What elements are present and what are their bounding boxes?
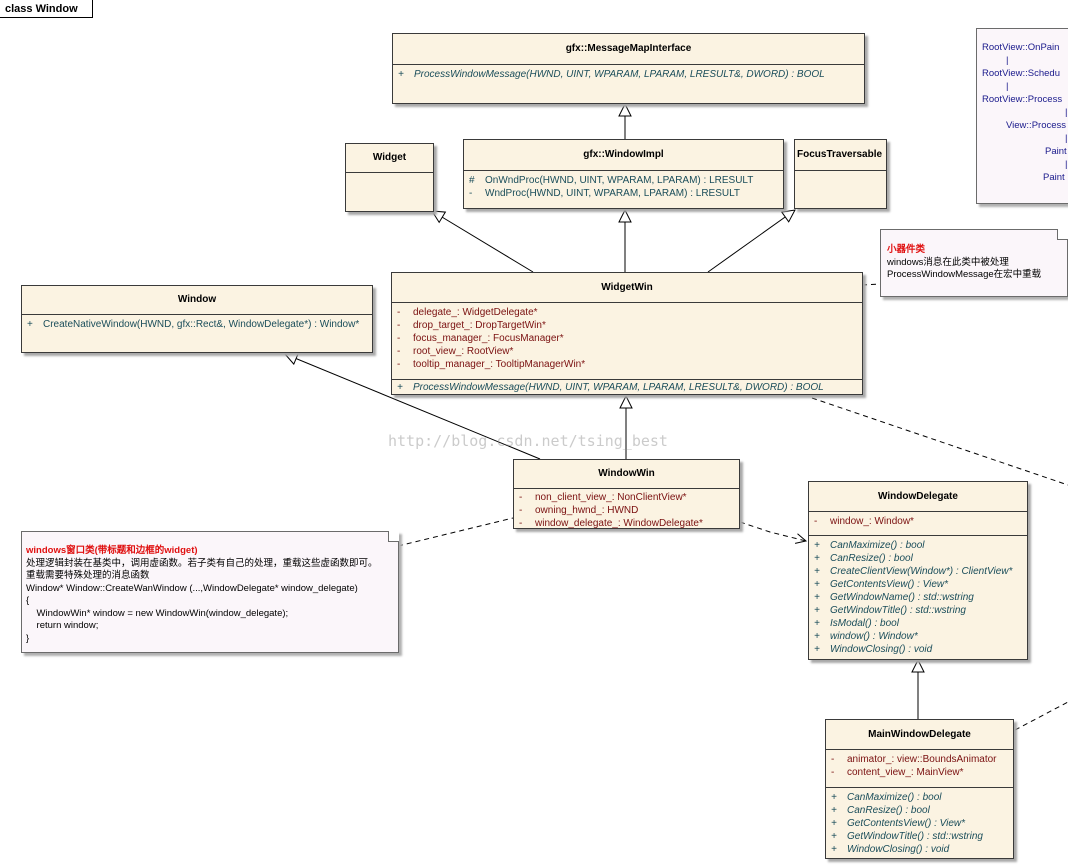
attribute: -non_client_view_: NonClientView* [519,492,687,503]
attribute: -animator_: view::BoundsAnimator [831,754,997,765]
operation: +CanMaximize() : bool [831,792,942,803]
note-line: { [26,595,30,606]
operation: +WindowClosing() : void [814,644,933,655]
note-line: windows消息在此类中被处理 [887,256,1009,268]
note-fold-corner [1057,229,1068,240]
note-link-widgetwin [861,283,881,286]
note-link-windowwin [397,517,514,547]
note-heading: 小器件类 [887,244,926,255]
sequence-line: RootView::Schedu [982,68,1060,79]
sequence-line: RootView::Process [982,94,1063,105]
note-line: WindowWin* window = new WindowWin(window… [26,607,289,619]
operations-compartment: +CanMaximize() : bool +CanResize() : boo… [826,787,1013,859]
empty-compartment [346,172,433,211]
operation: +GetWindowTitle() : std::wstring [831,831,983,842]
frame-label: class Window [0,0,93,18]
sequence-line: | [1065,159,1068,170]
class-name: WidgetWin [601,282,653,293]
operation: +CreateNativeWindow(HWND, gfx::Rect&, Wi… [27,319,360,330]
attributes-compartment: -non_client_view_: NonClientView* -ownin… [514,488,739,533]
attribute: -tooltip_manager_: TooltipManagerWin* [397,359,586,370]
operations-compartment: +CreateNativeWindow(HWND, gfx::Rect&, Wi… [22,314,372,352]
sequence-line: | [1006,55,1009,66]
attribute: -delegate_: WidgetDelegate* [397,307,538,318]
note-paint-sequence[interactable]: RootView::OnPain | RootView::Schedu | Ro… [976,28,1068,204]
operation: +IsModal() : bool [814,618,899,629]
class-name: Widget [372,152,407,163]
sequence-line: | [1006,81,1009,92]
operation: +ProcessWindowMessage(HWND, UINT, WPARAM… [397,382,824,393]
attributes-compartment: -window_: Window* [809,511,1027,535]
class-window-delegate[interactable]: WindowDelegate -window_: Window* +CanMax… [808,481,1028,660]
class-name: FocusTraversable [797,149,883,160]
gen-widgetwin-to-widget [432,211,534,273]
attribute: -focus_manager_: FocusManager* [397,333,564,344]
class-widget-win[interactable]: WidgetWin -delegate_: WidgetDelegate* -d… [391,272,863,395]
class-name: gfx::MessageMapInterface [565,43,692,54]
sequence-line: Paint [1045,146,1067,157]
operation: +WindowClosing() : void [831,844,950,855]
class-window-impl[interactable]: gfx::WindowImpl #OnWndProc(HWND, UINT, W… [463,139,784,209]
operations-compartment: +ProcessWindowMessage(HWND, UINT, WPARAM… [393,64,864,103]
class-window-win[interactable]: WindowWin -non_client_view_: NonClientVi… [513,459,740,529]
assoc-windowwin-to-windowdelegate [739,521,806,541]
note-line: Window* Window::CreateWanWindow (...,Win… [26,582,358,594]
class-name: Window [177,294,217,305]
dep-mainwindowdelegate-offscreen [1014,701,1068,731]
operation: +CreateClientView(Window*) : ClientView* [814,566,1013,577]
gen-widgetwin-to-focustraversable [707,210,795,273]
operations-compartment: +ProcessWindowMessage(HWND, UINT, WPARAM… [392,379,862,397]
note-widget-win[interactable]: 小器件类 windows消息在此类中被处理 ProcessWindowMessa… [880,229,1068,297]
note-line: 处理逻辑封装在基类中，调用虚函数。若子类有自己的处理，重载这些虚函数即可。 [26,557,378,569]
class-main-window-delegate[interactable]: MainWindowDelegate -animator_: view::Bou… [825,719,1014,859]
watermark: http://blog.csdn.net/tsing_best [388,432,668,450]
dep-widgetwin-offscreen [811,397,1068,486]
note-line: 重载需要特殊处理的消息函数 [26,570,150,581]
class-name: gfx::WindowImpl [583,149,664,160]
attribute: -drop_target_: DropTargetWin* [397,320,546,331]
class-window[interactable]: Window +CreateNativeWindow(HWND, gfx::Re… [21,285,373,353]
attribute: -window_delegate_: WindowDelegate* [519,518,703,529]
operations-compartment: #OnWndProc(HWND, UINT, WPARAM, LPARAM) :… [464,170,783,203]
attribute: -content_view_: MainView* [831,767,964,778]
note-window[interactable]: windows窗口类(带标题和边框的widget) 处理逻辑封装在基类中，调用虚… [21,531,399,653]
attribute: -owning_hwnd_: HWND [519,505,639,516]
operation: +GetContentsView() : View* [831,818,966,829]
empty-compartment [795,170,886,209]
operation: -WndProc(HWND, UINT, WPARAM, LPARAM) : L… [469,188,741,199]
operation: +CanMaximize() : bool [814,540,925,551]
note-heading: windows窗口类(带标题和边框的widget) [26,545,198,556]
operation: +ProcessWindowMessage(HWND, UINT, WPARAM… [398,69,825,80]
sequence-line: View::Process [1006,120,1067,131]
attributes-compartment: -delegate_: WidgetDelegate* -drop_target… [392,302,862,379]
attributes-compartment: -animator_: view::BoundsAnimator -conten… [826,749,1013,787]
operation: +CanResize() : bool [831,805,930,816]
operation: +GetWindowTitle() : std::wstring [814,605,966,616]
operation: +GetContentsView() : View* [814,579,949,590]
operation: #OnWndProc(HWND, UINT, WPARAM, LPARAM) :… [469,175,754,186]
operation: +window() : Window* [814,631,918,642]
note-line: return window; [26,620,99,631]
operations-compartment: +CanMaximize() : bool +CanResize() : boo… [809,535,1027,659]
operation: +CanResize() : bool [814,553,913,564]
gen-windowwin-to-window [285,354,541,460]
class-name: MainWindowDelegate [868,729,971,740]
attribute: -window_: Window* [814,516,914,527]
class-name: WindowWin [598,468,655,479]
sequence-line: | [1065,107,1068,118]
class-message-map-interface[interactable]: gfx::MessageMapInterface +ProcessWindowM… [392,33,865,104]
note-line: } [26,632,30,644]
class-focus-traversable[interactable]: FocusTraversable [794,139,887,209]
sequence-line: RootView::OnPain [982,42,1060,53]
attribute: -root_view_: RootView* [397,346,514,357]
class-name: WindowDelegate [878,491,958,502]
note-fold-corner [388,531,399,542]
note-line: ProcessWindowMessage在宏中重载 [887,269,1042,280]
operation: +GetWindowName() : std::wstring [814,592,974,603]
sequence-line: | [1065,133,1068,144]
sequence-line: Paint [1043,172,1065,183]
class-widget[interactable]: Widget [345,143,434,212]
